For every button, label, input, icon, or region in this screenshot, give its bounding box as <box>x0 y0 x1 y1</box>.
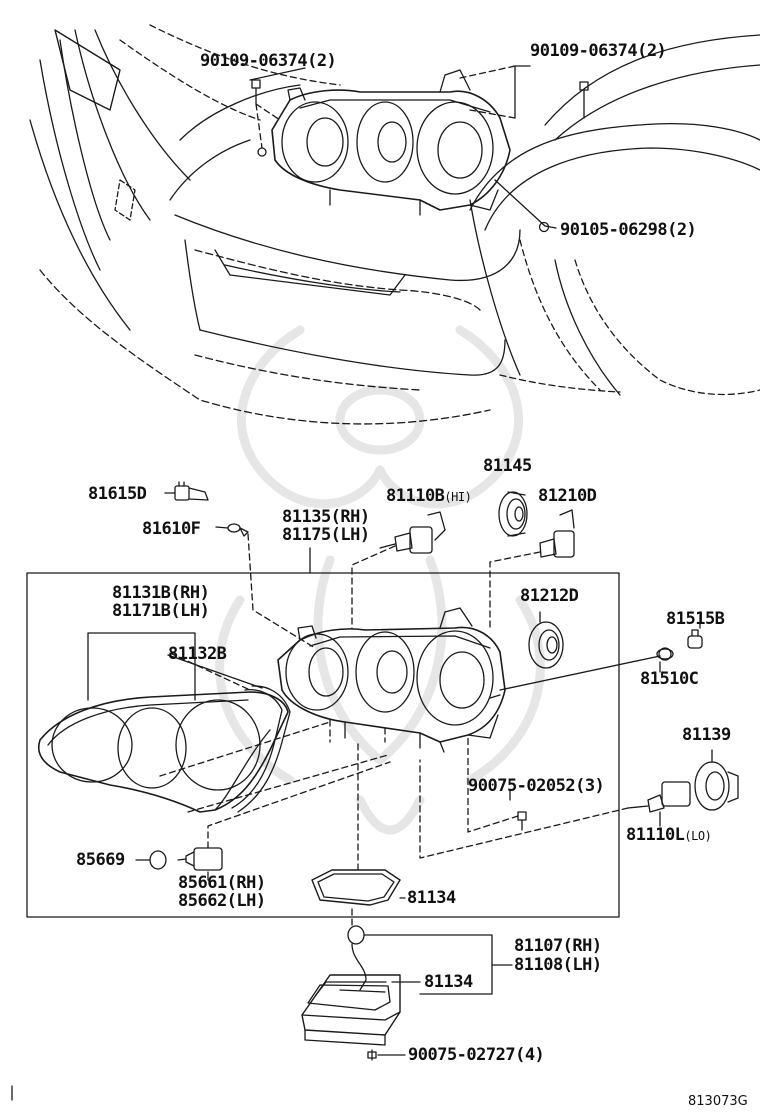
label-90075-02727: 90075-02727(4) <box>408 1045 545 1065</box>
label-81110l-number: 81110L <box>626 825 685 845</box>
cap-81212d-drawing <box>528 621 564 669</box>
bulb-81615d-drawing <box>174 481 209 501</box>
label-81135: 81135(RH) <box>282 507 370 527</box>
label-81134-lower: 81134 <box>424 972 473 992</box>
label-81145: 81145 <box>483 456 532 476</box>
car-front-outline <box>29 24 760 425</box>
label-81110l: 81110L(LO) <box>626 825 712 846</box>
label-81610f: 81610F <box>142 519 201 539</box>
label-81131b: 81131B(RH) <box>112 583 210 603</box>
label-81615d: 81615D <box>88 484 147 504</box>
bulb-81110b-drawing <box>379 511 446 554</box>
cap-81145-drawing <box>498 491 528 537</box>
label-81210d: 81210D <box>538 486 597 506</box>
bulb-81515b-drawing <box>656 629 703 661</box>
label-81134-upper: 81134 <box>407 888 456 908</box>
bolt-icons-top <box>251 79 589 233</box>
figure-code: 813073G <box>688 1094 748 1109</box>
label-81110b: 81110B(HI) <box>386 486 472 507</box>
label-85669: 85669 <box>76 850 125 870</box>
label-81110l-suffix: (LO) <box>684 829 712 843</box>
label-85662: 85662(LH) <box>178 891 266 911</box>
label-81171b: 81171B(LH) <box>112 601 210 621</box>
label-81175: 81175(LH) <box>282 525 370 545</box>
label-bolt-top-right: 90109-06374(2) <box>530 41 667 61</box>
label-bolt-top-left: 90109-06374(2) <box>200 51 337 71</box>
label-81212d: 81212D <box>520 586 579 606</box>
label-81110b-number: 81110B <box>386 486 445 506</box>
label-81110b-suffix: (HI) <box>444 490 472 504</box>
label-81107: 81107(RH) <box>514 936 602 956</box>
label-81515b: 81515B <box>666 609 725 629</box>
assembly-boundary-box <box>26 572 620 918</box>
ballast-81107-drawing <box>301 925 401 1061</box>
label-81108: 81108(LH) <box>514 955 602 975</box>
leader-lines-top <box>249 65 585 229</box>
bulb-81110l-drawing <box>627 761 739 813</box>
lens-81131b-drawing <box>38 691 289 813</box>
bulb-81210d-drawing <box>539 509 575 558</box>
label-81132b: 81132B <box>168 644 227 664</box>
bulb-81610f-drawing <box>227 523 249 537</box>
headlamp-mounted-top <box>271 69 511 216</box>
label-81139: 81139 <box>682 725 731 745</box>
bulb-85661-drawing <box>149 847 223 871</box>
label-90075-02052: 90075-02052(3) <box>468 776 605 796</box>
housing-81135-drawing <box>277 607 506 753</box>
label-bolt-side: 90105-06298(2) <box>560 220 697 240</box>
label-85661: 85661(RH) <box>178 873 266 893</box>
gasket-81134-drawing <box>311 869 401 906</box>
leader-lines-bottom <box>87 492 713 1056</box>
label-81510c: 81510C <box>640 669 699 689</box>
bolt-90075-02052-drawing <box>517 811 527 831</box>
